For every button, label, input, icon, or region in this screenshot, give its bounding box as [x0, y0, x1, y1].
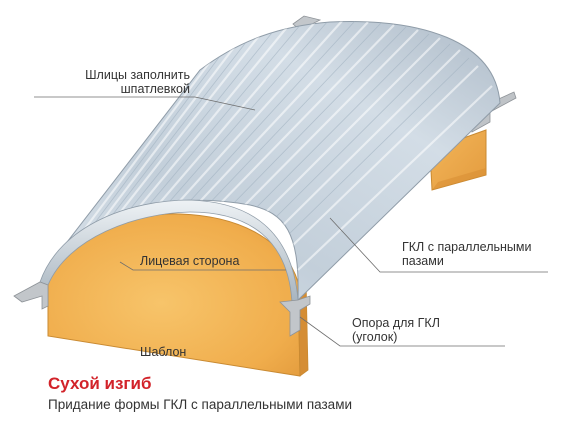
label-slots: Шлицы заполнить шпатлевкой	[85, 68, 190, 96]
leader-support	[299, 316, 505, 347]
label-support: Опора для ГКЛ (уголок)	[352, 316, 440, 344]
leader-front-side	[119, 261, 286, 271]
leader-lines	[34, 96, 548, 347]
label-gkl-grooves: ГКЛ с параллельными пазами	[402, 240, 532, 268]
front-left-angle-support	[13, 281, 49, 310]
leader-slots	[34, 96, 256, 111]
caption-title: Сухой изгиб	[48, 374, 152, 393]
label-front-side: Лицевая сторона	[140, 254, 240, 268]
leader-gkl-grooves	[329, 217, 548, 273]
label-template: Шаблон	[140, 345, 187, 359]
front-right-angle-support	[279, 295, 311, 337]
caption-subtitle: Придание формы ГКЛ с параллельными пазам…	[48, 397, 353, 412]
